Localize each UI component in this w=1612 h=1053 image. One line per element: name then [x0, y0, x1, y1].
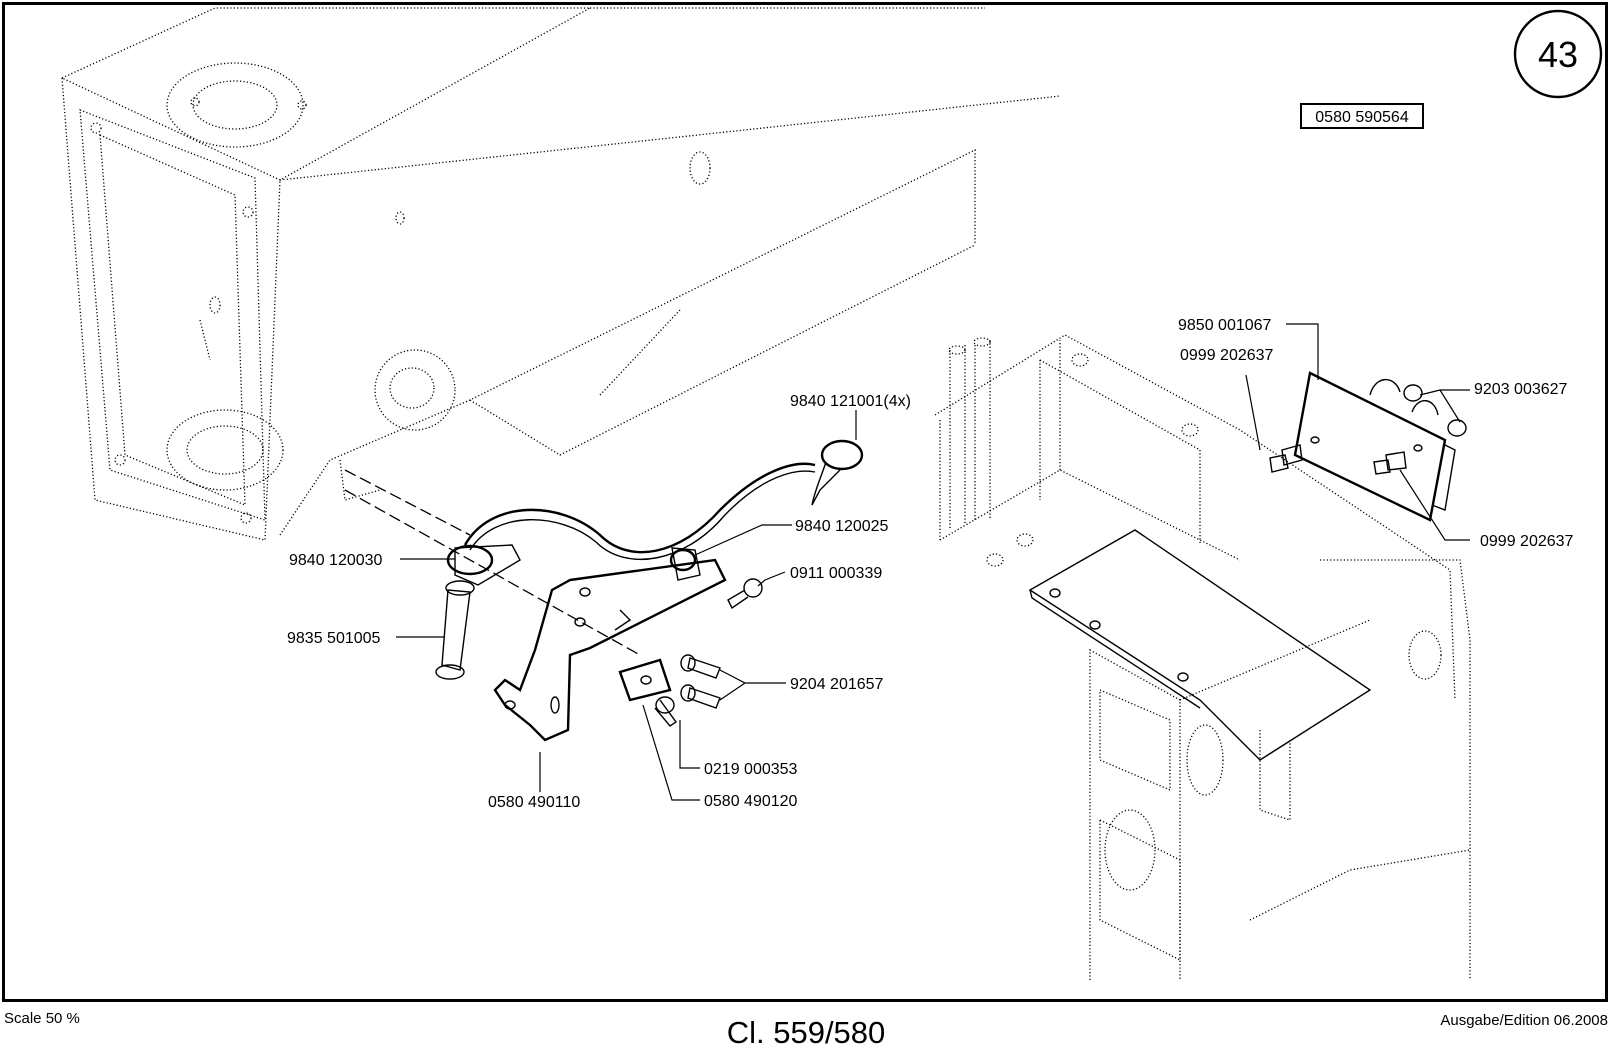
edition-note: Ausgabe/Edition 06.2008 — [1440, 1012, 1608, 1029]
part-label: 9204 201657 — [790, 676, 884, 693]
part-label: 9835 501005 — [287, 630, 381, 647]
part-label: 0580 490120 — [704, 793, 798, 810]
machine-arm-housing — [62, 8, 1060, 540]
bracket-assembly — [436, 441, 862, 740]
part-label: 0911 000339 — [790, 565, 882, 582]
part-label: 0219 000353 — [704, 761, 798, 778]
part-label: 9840 120025 — [795, 518, 889, 535]
part-label: 9850 001067 — [1178, 317, 1272, 334]
part-label: 9840 121001(4x) — [790, 393, 911, 410]
cover-plate — [1030, 530, 1370, 760]
part-label: 0580 490110 — [488, 794, 580, 811]
model-title: Cl. 559/580 — [0, 1015, 1612, 1051]
circuit-board — [1270, 373, 1466, 520]
part-label: 9840 120030 — [289, 552, 383, 569]
machine-base-housing — [935, 335, 1470, 980]
part-label: 9203 003627 — [1474, 381, 1568, 398]
assembly-number: 0580 590564 — [1315, 109, 1409, 126]
page-number: 43 — [1538, 34, 1578, 75]
part-labels: 9840 121001(4x) 9840 120025 0911 000339 … — [287, 317, 1574, 811]
part-label: 0999 202637 — [1180, 347, 1274, 364]
part-label: 0999 202637 — [1480, 533, 1574, 550]
